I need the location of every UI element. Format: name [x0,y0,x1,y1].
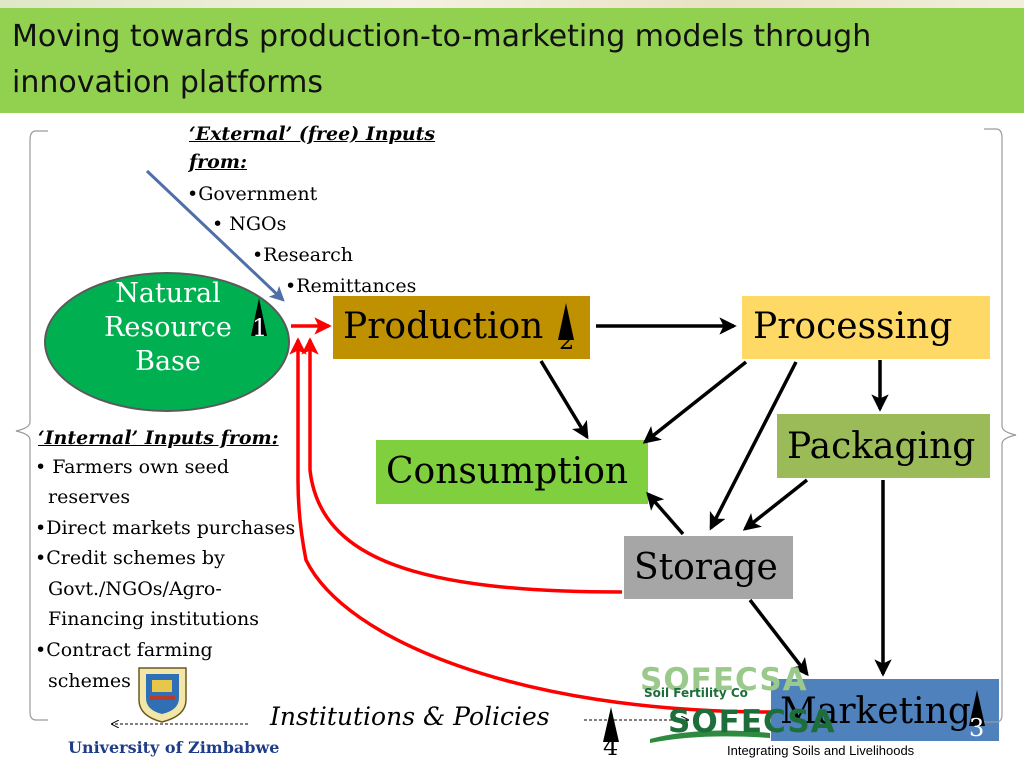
processing-to-storage-arrow [709,361,798,531]
internal-input-seed-line1: • Farmers own seed [35,456,230,478]
internal-input-contract-line2: schemes [48,670,131,692]
consumption-label: Consumption [386,451,629,492]
processing-box [742,296,990,359]
external-input-ngos: • NGOs [212,213,287,235]
production-label: Production [343,306,544,347]
external-input-government: •Government [187,183,318,205]
title-bar [0,0,1024,113]
storage-to-consumption-arrow [646,491,685,536]
nrb-line2: Resource [104,312,232,343]
sofecsa-logo-swoosh [650,730,770,743]
storage-label: Storage [634,547,778,588]
consumption-box [376,440,648,504]
marker-triangle-4 [603,707,619,742]
internal-input-credit-line1: •Credit schemes by [35,547,225,569]
natural-resource-base-ellipse [44,272,290,412]
packaging-to-storage-arrow [742,478,809,531]
external-input-remittances: •Remittances [285,275,417,297]
left-bracket [15,130,48,721]
internal-input-credit-line2: Govt./NGOs/Agro- [48,578,222,600]
storage-to-marketing-arrow [748,598,809,677]
university-name: University of Zimbabwe [68,738,280,757]
external-inputs-arrow [145,169,285,302]
marketing-feedback-arrow [289,337,771,714]
internal-inputs-heading: ‘Internal’ Inputs from: [38,427,279,449]
marker-number-2: 2 [559,327,575,355]
marketing-label: Marketing [780,691,971,732]
marker-triangle-2 [558,303,574,340]
marketing-box [771,679,999,741]
university-crest-logo [138,667,187,723]
sofecsa-logo-subtitle: Soil Fertility Co [644,686,748,700]
sofecsa-logo-text-faded: SOFECSA [640,662,808,698]
internal-input-contract-line1: •Contract farming [35,639,213,661]
institutions-policies-label: Institutions & Policies [270,702,550,731]
internal-input-seed-line2: reserves [48,486,131,508]
processing-label: Processing [753,306,953,347]
nrb-line1: Natural [115,278,221,309]
sofecsa-logo-text: SOFECSA [668,704,836,740]
packaging-label: Packaging [787,426,976,467]
marker-number-3: 3 [969,714,985,742]
external-inputs-heading: ‘External’ (free) Inputs [189,123,436,145]
storage-feedback-arrow [301,337,623,594]
storage-box [624,536,793,599]
processing-to-consumption-arrow [642,360,748,444]
marker-triangle-3 [969,690,985,726]
external-input-research: •Research [252,244,354,266]
sofecsa-logo-tagline: Integrating Soils and Livelihoods [727,743,915,758]
packaging-box [777,414,990,478]
internal-input-credit-line3: Financing institutions [48,608,260,630]
production-box [333,296,590,359]
right-bracket [984,128,1017,723]
slide-title: Moving towards production-to-marketing m… [12,19,872,100]
internal-input-direct-markets: •Direct markets purchases [35,517,296,539]
production-to-consumption-arrow [539,360,589,440]
natural-resource-base-label: Natural Resource Base [88,277,248,379]
marker-number-4: 4 [603,733,619,761]
marker-number-1: 1 [252,314,268,342]
nrb-line3: Base [135,346,201,377]
decorative-strip [0,0,1024,8]
external-inputs-heading-line2: from: [189,151,247,173]
marker-triangle-1 [251,298,267,336]
